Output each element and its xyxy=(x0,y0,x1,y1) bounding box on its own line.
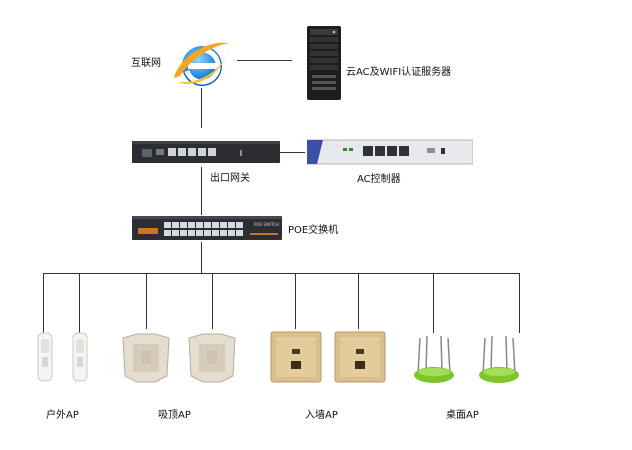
ceiling-ap-2 xyxy=(188,333,236,383)
poe-switch-label: POE交换机 xyxy=(288,225,339,236)
desktop-ap-2 xyxy=(479,335,519,383)
wall-ap-1 xyxy=(270,331,322,383)
gateway-to-ac-line xyxy=(280,152,305,153)
poe-badge-text: POE SWITCH xyxy=(254,222,279,227)
desktop-ap-label: 桌面AP xyxy=(446,410,479,421)
poe-switch-device: POE SWITCH xyxy=(132,216,282,240)
drop-wall-1 xyxy=(295,273,296,329)
gateway-device xyxy=(132,141,280,163)
drop-desktop-1 xyxy=(433,273,434,333)
drop-outdoor-2 xyxy=(79,273,80,333)
cloud-server-icon xyxy=(307,26,341,100)
drop-ceiling-1 xyxy=(146,273,147,329)
drop-ceiling-2 xyxy=(212,273,213,329)
internet-to-gateway-line xyxy=(201,88,202,128)
drop-wall-2 xyxy=(358,273,359,329)
poe-to-bus-line xyxy=(201,242,202,273)
internet-label: 互联网 xyxy=(131,58,161,69)
internet-icon xyxy=(174,42,230,86)
ap-bus-line xyxy=(43,273,520,274)
drop-desktop-2 xyxy=(519,273,520,333)
gateway-label: 出口网关 xyxy=(210,173,250,184)
outdoor-ap-2 xyxy=(72,332,88,382)
wall-ap-2 xyxy=(334,331,386,383)
ac-controller-label: AC控制器 xyxy=(357,174,401,185)
ac-controller-device xyxy=(307,139,473,165)
ceiling-ap-label: 吸顶AP xyxy=(158,410,191,421)
ceiling-ap-1 xyxy=(122,333,170,383)
desktop-ap-1 xyxy=(414,335,454,383)
drop-outdoor-1 xyxy=(43,273,44,333)
internet-to-cloud-line xyxy=(237,60,292,61)
outdoor-ap-1 xyxy=(37,332,53,382)
gateway-to-poe-line xyxy=(201,167,202,215)
wall-ap-label: 入墙AP xyxy=(305,410,338,421)
outdoor-ap-label: 户外AP xyxy=(46,410,79,421)
cloud-server-label: 云AC及WIFI认证服务器 xyxy=(346,67,452,78)
